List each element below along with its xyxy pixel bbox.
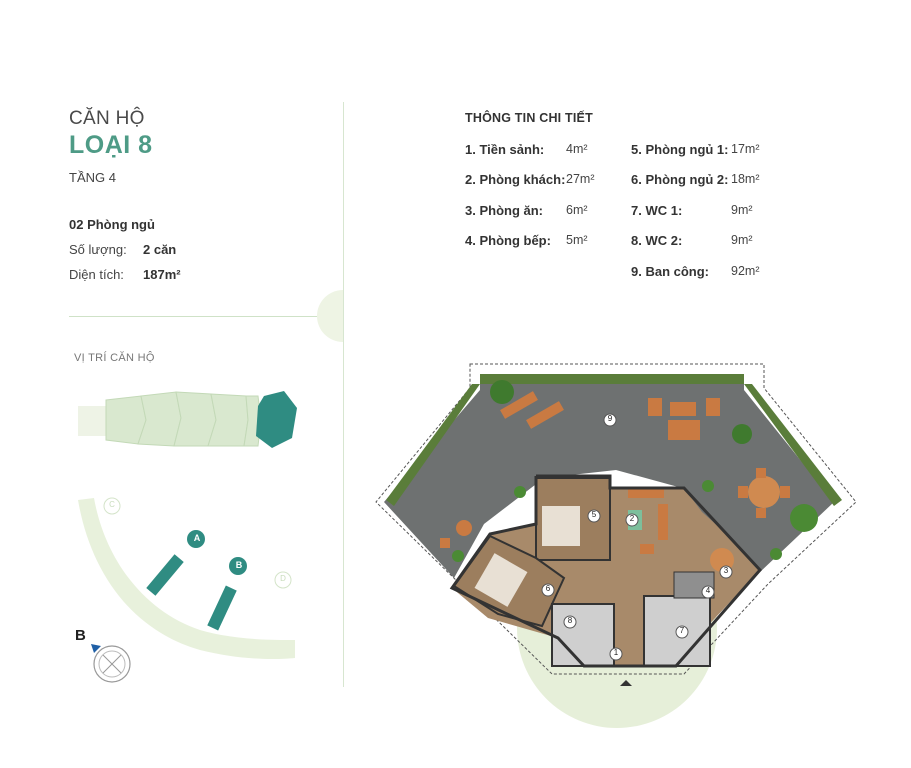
wc-2 [551,603,615,667]
tower-b-marker [229,557,247,575]
detail-label-7: 7. WC 1: [631,203,683,218]
detail-label-6: 6. Phòng ngủ 2: [631,172,729,187]
plant-icon [702,480,714,492]
detail-label-1: 1. Tiền sảnh: [465,142,545,157]
room-label-2: 2 [629,514,635,523]
vertical-divider [343,102,344,687]
tower-d-marker [274,571,292,589]
tower-a-label: A [193,533,201,543]
detail-label-2: 2. Phòng khách: [465,172,566,187]
detail-value-4: 5m² [566,233,588,247]
room-label-8: 8 [567,616,573,625]
apartment-type: LOẠI 8 [69,131,153,159]
site-arc-road [78,498,295,660]
plant-icon [790,504,818,532]
detail-value-8: 9m² [731,233,753,247]
detail-label-8: 8. WC 2: [631,233,683,248]
planter-left [386,384,480,506]
planter-top [480,374,744,384]
tower-b-label: B [235,560,243,570]
building-strip-map [78,391,297,448]
plan-outline [375,363,857,675]
plant-icon [514,486,526,498]
room-label-5: 5 [591,510,597,519]
room-label-9: 9 [607,414,613,423]
area-value: 187m² [143,267,181,282]
detail-label-4: 4. Phòng bếp: [465,233,551,248]
detail-label-3: 3. Phòng ăn: [465,203,543,218]
interior-walls [449,474,763,668]
bed-1 [542,506,580,546]
area-label: Diện tích: [69,267,124,282]
detail-value-7: 9m² [731,203,753,217]
detail-value-6: 18m² [731,172,760,186]
compass-label: B [75,627,86,644]
bed-2 [474,553,528,607]
left-divider [69,316,319,317]
quantity-value: 2 căn [143,242,177,257]
tower-a-marker [187,530,205,548]
highlighted-apartment-block [256,391,297,448]
plant-icon [732,424,752,444]
terrace-furniture [440,391,790,548]
tower-d-label: D [280,574,286,583]
plant-icon [770,548,782,560]
quantity-label: Số lượng: [69,242,127,257]
tower-a-block [146,554,184,596]
plant-icon [452,550,464,562]
entrance-arrow-icon [620,680,632,686]
location-title: VỊ TRÍ CĂN HỘ [74,352,155,364]
compass-icon [91,644,131,683]
apartment-floor: TẦNG 4 [69,170,116,185]
detail-label-9: 9. Ban công: [631,264,710,279]
floor-plan [375,363,857,728]
room-markers [541,413,733,661]
room-label-4: 4 [705,586,711,595]
site-map [78,497,295,660]
details-title: THÔNG TIN CHI TIẾT [465,111,593,125]
detail-value-2: 27m² [566,172,595,186]
room-label-3: 3 [723,566,729,575]
detail-label-5: 5. Phòng ngủ 1: [631,142,729,157]
planter-right [744,384,842,506]
strip-base [78,406,108,436]
strip-units [105,391,262,447]
bedroom-count: 02 Phòng ngủ [69,217,155,232]
detail-value-5: 17m² [731,142,760,156]
detail-value-1: 4m² [566,142,588,156]
tower-c-marker [103,497,121,515]
room-label-6: 6 [545,584,551,593]
detail-value-9: 92m² [731,264,760,278]
plant-icon [490,380,514,404]
tower-c-label: C [109,500,115,509]
tower-b-block [207,585,237,631]
apartment-heading: CĂN HỘ [69,108,145,129]
room-label-7: 7 [679,626,685,635]
detail-value-3: 6m² [566,203,588,217]
room-label-1: 1 [613,648,619,657]
